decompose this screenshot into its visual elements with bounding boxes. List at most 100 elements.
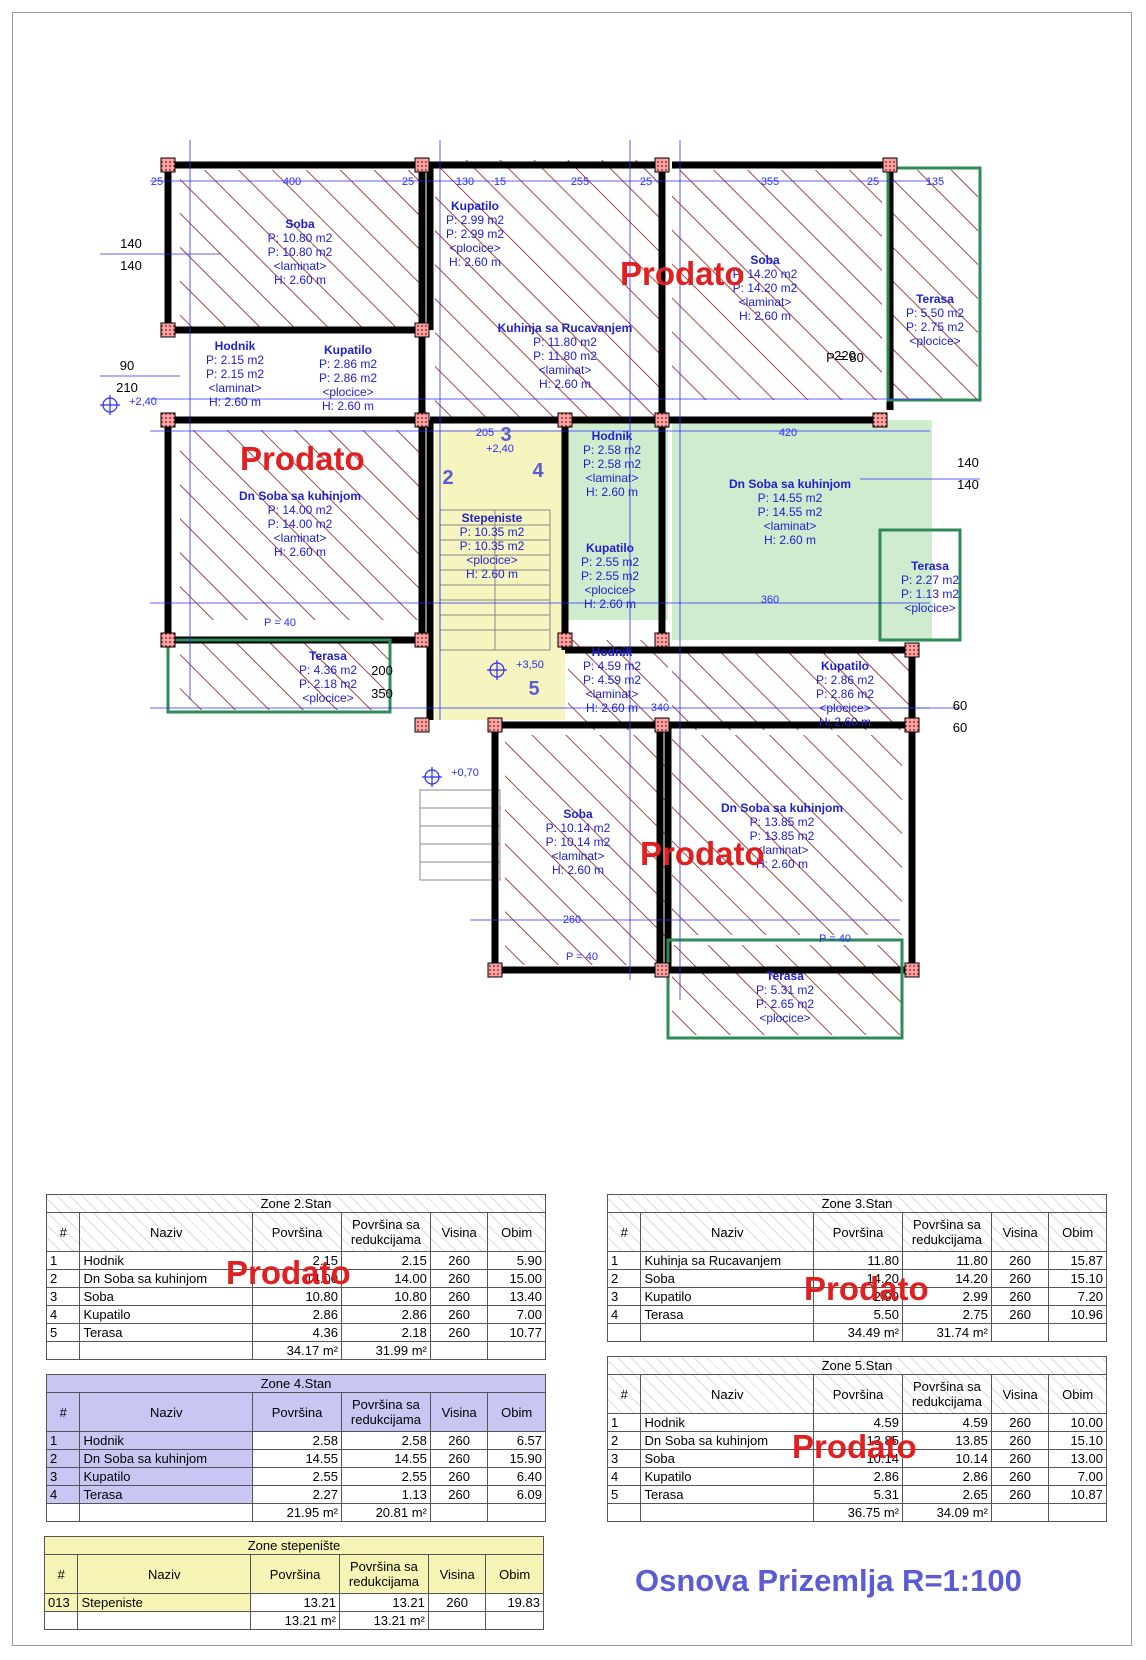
table-header: Obim bbox=[485, 1554, 544, 1594]
table-cell bbox=[1048, 1503, 1107, 1522]
walls bbox=[164, 161, 916, 974]
room-info: <laminat> bbox=[539, 363, 592, 377]
table-header: # bbox=[43, 1554, 79, 1594]
dim-label: P = 40 bbox=[819, 933, 851, 945]
table-cell: 2 bbox=[606, 1431, 642, 1450]
table-cell: 4.59 bbox=[813, 1413, 903, 1432]
table-cell: 13.21 m² bbox=[250, 1611, 340, 1630]
table-cell: 2.99 bbox=[813, 1287, 903, 1306]
table-cell: Dn Soba sa kuhinjom bbox=[79, 1269, 254, 1288]
table-cell: Kupatilo bbox=[640, 1467, 815, 1486]
table-header: Visina bbox=[429, 1392, 489, 1432]
dim-label: P = 80 bbox=[826, 350, 864, 365]
dim-label: 210 bbox=[116, 380, 138, 395]
dim-label: 255 bbox=[571, 176, 589, 188]
room-name: Soba bbox=[285, 217, 315, 231]
room-info: <laminat> bbox=[756, 843, 809, 857]
table-caption: Zone 3.Stan bbox=[607, 1194, 1107, 1213]
table-cell: 15.00 bbox=[487, 1269, 546, 1288]
table-cell: 3 bbox=[45, 1467, 81, 1486]
room-info: P: 2.99 m2 bbox=[446, 213, 504, 227]
table-cell: 4 bbox=[45, 1305, 81, 1324]
table-cell: 15.87 bbox=[1048, 1251, 1107, 1270]
table-cell: 10.14 bbox=[901, 1449, 992, 1468]
dim-label: 420 bbox=[779, 427, 797, 439]
table-caption: Zone 5.Stan bbox=[607, 1356, 1107, 1375]
table-cell: 11.80 bbox=[813, 1251, 903, 1270]
table-cell bbox=[606, 1323, 642, 1342]
room-name: Dn Soba sa kuhinjom bbox=[721, 801, 843, 815]
table-cell: 3 bbox=[606, 1287, 642, 1306]
table-cell: 2 bbox=[606, 1269, 642, 1288]
room-info: <plocice> bbox=[466, 553, 517, 567]
table-cell: 260 bbox=[990, 1467, 1050, 1486]
dim-label: 15 bbox=[494, 176, 506, 188]
table-cell: 1.13 bbox=[340, 1485, 431, 1504]
dim-label: 200 bbox=[371, 663, 393, 678]
table-cell: Kupatilo bbox=[640, 1287, 815, 1306]
table-cell bbox=[487, 1503, 546, 1522]
table-cell: 260 bbox=[990, 1251, 1050, 1270]
room-info: H: 2.60 m bbox=[322, 399, 374, 413]
table-cell: 7.00 bbox=[1048, 1467, 1107, 1486]
table-cell: 260 bbox=[990, 1305, 1050, 1324]
table-cell: 2.27 bbox=[252, 1485, 342, 1504]
table-header: Visina bbox=[427, 1554, 487, 1594]
table-header: Obim bbox=[487, 1212, 546, 1252]
dim-label: P = 40 bbox=[566, 951, 598, 963]
room-info: P: 2.58 m2 bbox=[583, 443, 641, 457]
table-header: Površina sa redukcijama bbox=[340, 1392, 431, 1432]
table-cell: 260 bbox=[990, 1431, 1050, 1450]
table-cell bbox=[429, 1503, 489, 1522]
table-cell: 3 bbox=[45, 1287, 81, 1306]
room-info: P: 4.59 m2 bbox=[583, 673, 641, 687]
room-info: P: 2.55 m2 bbox=[581, 569, 639, 583]
table-cell: 2.75 bbox=[901, 1305, 992, 1324]
dim-label: +2,40 bbox=[486, 443, 514, 455]
room-info: <plocice> bbox=[302, 691, 353, 705]
room-name: Dn Soba sa kuhinjom bbox=[729, 477, 851, 491]
stair-markers: 2 3 4 5 bbox=[442, 424, 544, 700]
table-header: Površina sa redukcijama bbox=[340, 1212, 431, 1252]
dim-label: 135 bbox=[926, 176, 944, 188]
room-info: <laminat> bbox=[274, 259, 327, 273]
table-cell: 260 bbox=[990, 1287, 1050, 1306]
dim-label: 60 bbox=[953, 720, 967, 735]
table-cell: 36.75 m² bbox=[813, 1503, 903, 1522]
table-cell: 2 bbox=[45, 1269, 81, 1288]
table-cell: 2.86 bbox=[252, 1305, 342, 1324]
table-cell bbox=[640, 1503, 815, 1522]
table-cell: Kupatilo bbox=[79, 1305, 254, 1324]
marker-4: 4 bbox=[532, 460, 544, 482]
table-cell: 31.99 m² bbox=[340, 1341, 431, 1360]
table-cell: 6.09 bbox=[487, 1485, 546, 1504]
table-cell: 5 bbox=[45, 1323, 81, 1342]
room-info: P: 14.55 m2 bbox=[758, 491, 823, 505]
marker-5: 5 bbox=[528, 678, 539, 700]
table-cell bbox=[606, 1503, 642, 1522]
table-cell: 260 bbox=[429, 1269, 489, 1288]
table-cell: Hodnik bbox=[79, 1251, 254, 1270]
table-cell: 14.00 bbox=[340, 1269, 431, 1288]
room-info: H: 2.60 m bbox=[764, 533, 816, 547]
table-header: Površina bbox=[813, 1374, 903, 1414]
dimension-numbers-black: 140 140 90 210 140 140 60 60 200 350 220… bbox=[116, 236, 979, 735]
table-cell: 260 bbox=[429, 1485, 489, 1504]
table-cell: 14.20 bbox=[813, 1269, 903, 1288]
